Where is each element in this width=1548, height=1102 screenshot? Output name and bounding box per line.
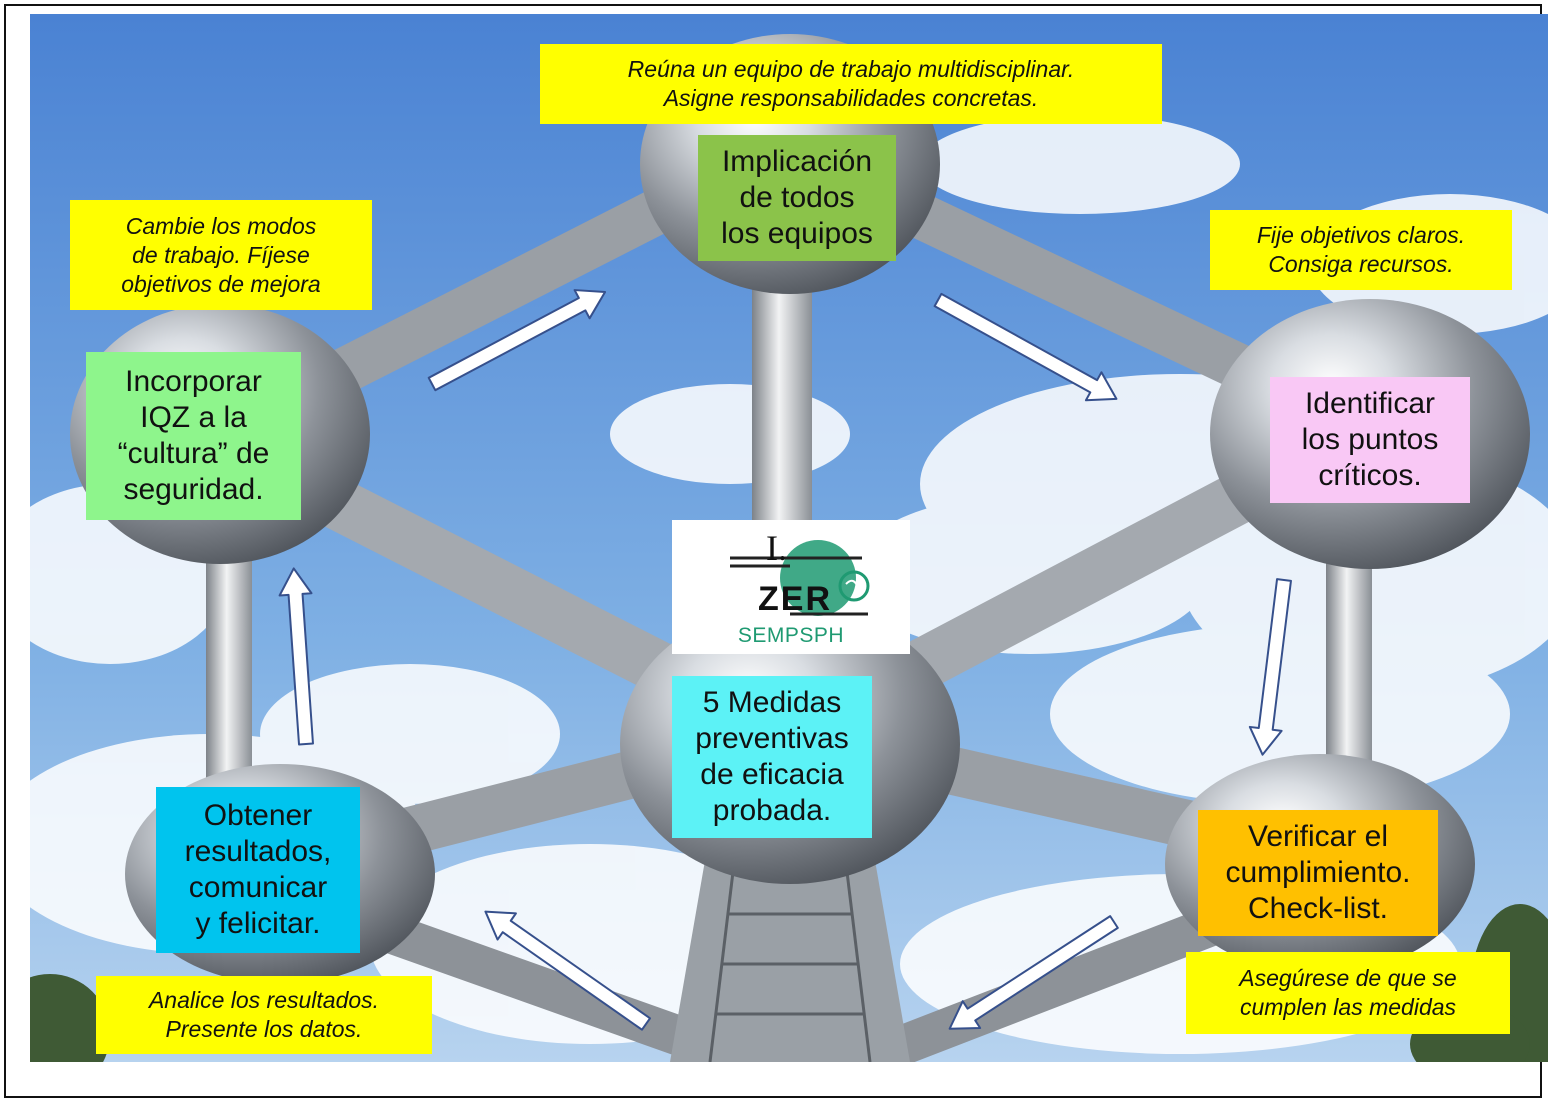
tip-right: Fije objetivos claros. Consiga recursos. [1210,210,1512,290]
step-left-line-1: Incorporar [125,365,262,398]
tip-bottom-left-line-2: Presente los datos. [165,1016,363,1042]
tip-top-line-2: Asigne responsabilidades concretas. [663,85,1039,111]
step-top-line-1: Implicación [721,145,873,178]
step-bottom-left-line-3: comunicar [188,871,328,904]
step-right-line-1: Identificar [1304,387,1436,420]
step-left-line-3: “cultura” de [117,437,270,470]
tip-bottom-right-line-1: Asegúrese de que se [1239,965,1457,991]
tip-bottom-left: Analice los resultados. Presente los dat… [96,976,432,1054]
step-right-line-2: los puntos [1301,423,1439,456]
step-get-results: Obtener resultados, comunicar y felicita… [156,787,360,953]
tip-top-line-1: Reúna un equipo de trabajo multidiscipli… [627,56,1075,82]
step-bottom-right-line-1: Verificar el [1247,820,1389,853]
tip-left: Cambie los modos de trabajo. Fíjese obje… [70,200,372,310]
step-bottom-left-line-1: Obtener [203,799,313,832]
arrow-left-to-top [427,289,607,392]
arrow-right-to-bottom-right [1248,578,1292,756]
arrow-bottom-right-to-bottom [948,915,1119,1030]
step-incorporate-culture: Incorporar IQZ a la “cultura” de segurid… [86,352,301,520]
step-center-line-3: de eficacia [700,758,844,791]
step-bottom-left-line-2: resultados, [184,835,332,868]
tip-right-line-2: Consiga recursos. [1268,251,1454,277]
step-top-line-3: los equipos [721,217,873,250]
step-identify-critical-points: Identificar los puntos críticos. [1270,377,1470,503]
tip-left-line-3: objetivos de mejora [121,270,321,297]
step-left-line-4: seguridad. [123,473,264,506]
arrow-top-to-right [933,292,1118,402]
logo-letters-mid: ZER [758,580,832,618]
step-left-line-2: IQZ a la [140,401,247,434]
arrow-bottom-to-bottom-left [484,910,652,1031]
step-bottom-right-line-3: Check-list. [1247,892,1389,925]
step-bottom-right-line-2: cumplimiento. [1225,856,1411,889]
tip-right-line-1: Fije objetivos claros. [1256,222,1466,248]
iqz-logo-mark: I. ZER [730,528,870,618]
tip-bottom-left-line-1: Analice los resultados. [148,987,380,1013]
step-center-line-2: preventivas [695,722,849,755]
step-top-line-2: de todos [739,181,855,214]
arrow-bottom-left-to-left [278,567,314,746]
step-center-line-1: 5 Medidas [702,686,842,719]
tip-top: Reúna un equipo de trabajo multidiscipli… [540,44,1162,124]
step-preventive-measures: 5 Medidas preventivas de eficacia probad… [672,676,872,838]
tip-left-line-2: de trabajo. Fíjese [132,241,310,268]
logo-subtitle: SEMPSPH [737,624,845,647]
step-right-line-3: críticos. [1318,459,1422,492]
step-bottom-left-line-4: y felicitar. [195,907,321,940]
step-involve-teams: Implicación de todos los equipos [698,135,896,261]
iqz-logo: I. ZER SEMPSPH [672,520,910,654]
logo-letters-top: I. [766,528,787,568]
step-center-line-4: probada. [712,794,832,827]
tip-left-line-1: Cambie los modos [125,212,317,239]
tip-bottom-right-line-2: cumplen las medidas [1239,994,1457,1020]
tip-bottom-right: Asegúrese de que se cumplen las medidas [1186,952,1510,1034]
step-verify-compliance: Verificar el cumplimiento. Check-list. [1198,810,1438,936]
